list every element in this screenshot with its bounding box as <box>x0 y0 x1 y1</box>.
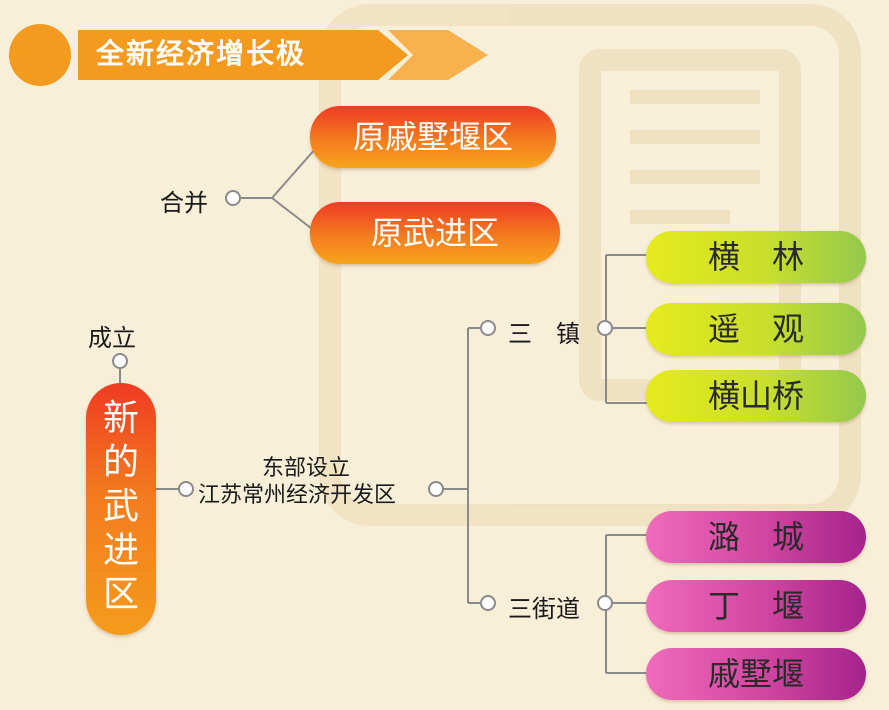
streets-label: 三街道 <box>508 589 580 624</box>
street-item-lucheng: 潞 城 <box>646 511 866 563</box>
new-wujin-char: 区 <box>86 573 156 617</box>
merge-item-wujin: 原武进区 <box>310 202 560 264</box>
new-wujin-char: 的 <box>86 441 156 485</box>
town-item-yaoguan: 遥 观 <box>646 303 866 355</box>
streets-right-node <box>598 596 612 610</box>
street-item-dingyan: 丁 堰 <box>646 580 866 632</box>
town-item-henglin: 横 林 <box>646 231 866 283</box>
merge-label: 合并 <box>160 183 208 218</box>
dev-zone-left-node <box>179 482 193 496</box>
dev-zone-right-node <box>429 482 443 496</box>
streets-left-node <box>481 596 495 610</box>
new-wujin-district-pill: 新 的 武 进 区 <box>86 383 156 635</box>
dev-zone-line2: 江苏常州经济开发区 <box>198 477 396 509</box>
founded-label: 成立 <box>88 318 136 353</box>
founded-node <box>113 354 127 368</box>
towns-right-node <box>598 321 612 335</box>
new-wujin-char: 进 <box>86 529 156 573</box>
towns-label: 三 镇 <box>508 314 580 349</box>
merge-item-qishuyan: 原戚墅堰区 <box>310 106 556 168</box>
merge-node <box>226 191 240 205</box>
street-item-qishuyan: 戚墅堰 <box>646 648 866 700</box>
town-item-hengshanqiao: 横山桥 <box>646 370 866 422</box>
new-wujin-char: 武 <box>86 485 156 529</box>
new-wujin-char: 新 <box>86 397 156 441</box>
towns-left-node <box>481 321 495 335</box>
